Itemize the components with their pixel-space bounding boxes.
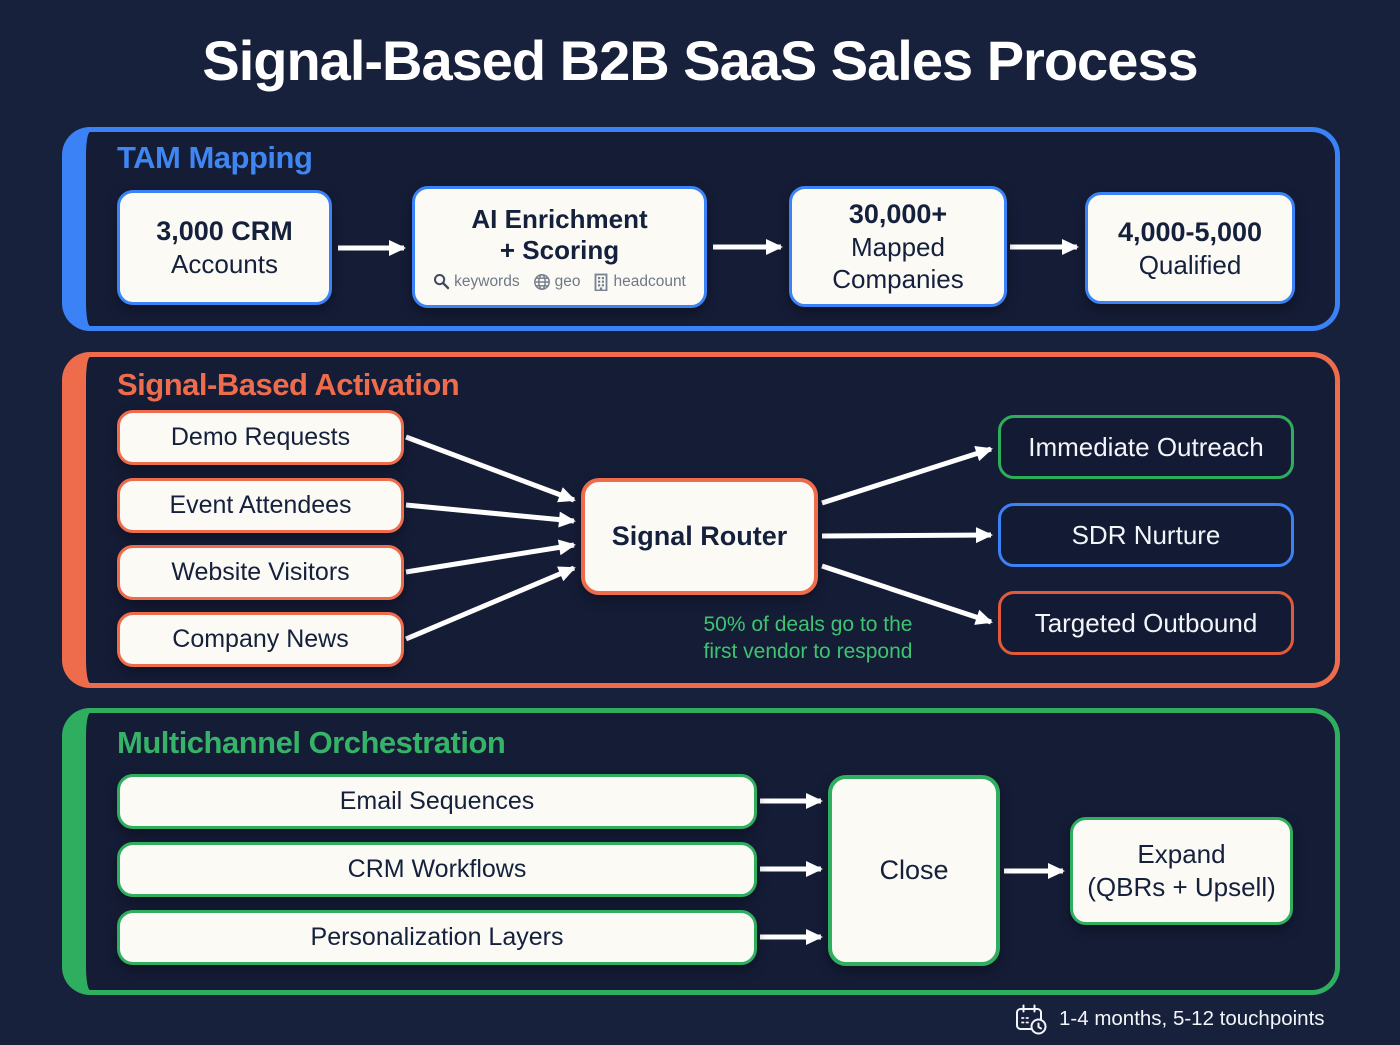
destination-immediate-outreach: Immediate Outreach — [998, 415, 1294, 479]
expand-line2: (QBRs + Upsell) — [1087, 872, 1276, 902]
response-stat-line2: first vendor to respond — [703, 640, 913, 663]
channel-crm-workflows: CRM Workflows — [117, 842, 757, 897]
qualified-line2: Qualified — [1138, 249, 1242, 280]
page-title: Signal-Based B2B SaaS Sales Process — [202, 29, 1198, 92]
ai-enrichment-box: AI Enrichment + Scoring keywords geo — [412, 186, 707, 308]
globe-icon — [533, 273, 550, 290]
timeline-label: 1-4 months, 5-12 touchpoints — [1059, 1007, 1325, 1030]
response-stat-line1: 50% of deals go to the — [703, 613, 913, 636]
source-company-news: Company News — [117, 612, 404, 667]
mapped-companies-box: 30,000+ Mapped Companies — [789, 186, 1007, 307]
geo-tag: geo — [533, 272, 581, 291]
keywords-tag: keywords — [433, 272, 520, 291]
ai-enrichment-line2: + Scoring — [499, 234, 620, 265]
crm-accounts-line2: Accounts — [171, 249, 278, 279]
source-event-attendees: Event Attendees — [117, 478, 404, 533]
source-website-visitors: Website Visitors — [117, 545, 404, 600]
search-icon — [434, 274, 450, 290]
multichannel-orchestration-title: Multichannel Orchestration — [117, 725, 506, 760]
timeline-footer: 1-4 months, 5-12 touchpoints — [1014, 1002, 1325, 1036]
ai-enrichment-line1: AI Enrichment — [471, 203, 648, 234]
geo-label: geo — [554, 272, 581, 290]
destination-sdr-nurture: SDR Nurture — [998, 503, 1294, 567]
headcount-label: headcount — [613, 272, 686, 290]
tam-mapping-title: TAM Mapping — [117, 140, 313, 175]
response-stat-note: 50% of deals go to the first vendor to r… — [690, 611, 926, 665]
expand-box: Expand (QBRs + Upsell) — [1070, 817, 1293, 925]
keywords-label: keywords — [454, 272, 520, 290]
channel-personalization-layers: Personalization Layers — [117, 910, 757, 965]
mapped-companies-line1: 30,000+ — [848, 199, 948, 229]
close-box: Close — [828, 775, 1000, 966]
signal-router-box: Signal Router — [581, 478, 818, 595]
channel-email-sequences: Email Sequences — [117, 774, 757, 829]
qualified-line1: 4,000-5,000 — [1117, 216, 1263, 247]
building-icon — [595, 273, 608, 291]
signal-activation-title: Signal-Based Activation — [117, 367, 460, 402]
destination-targeted-outbound: Targeted Outbound — [998, 591, 1294, 655]
crm-accounts-box: 3,000 CRM Accounts — [117, 190, 332, 305]
calendar-clock-icon — [1016, 1004, 1047, 1035]
crm-accounts-line1: 3,000 CRM — [156, 216, 293, 246]
source-demo-requests: Demo Requests — [117, 410, 404, 465]
expand-line1: Expand — [1137, 839, 1226, 869]
mapped-companies-line3: Companies — [832, 264, 964, 294]
headcount-tag: headcount — [593, 272, 686, 291]
qualified-box: 4,000-5,000 Qualified — [1085, 192, 1295, 304]
mapped-companies-line2: Mapped — [851, 232, 945, 262]
enrichment-tags: keywords geo — [433, 273, 686, 291]
